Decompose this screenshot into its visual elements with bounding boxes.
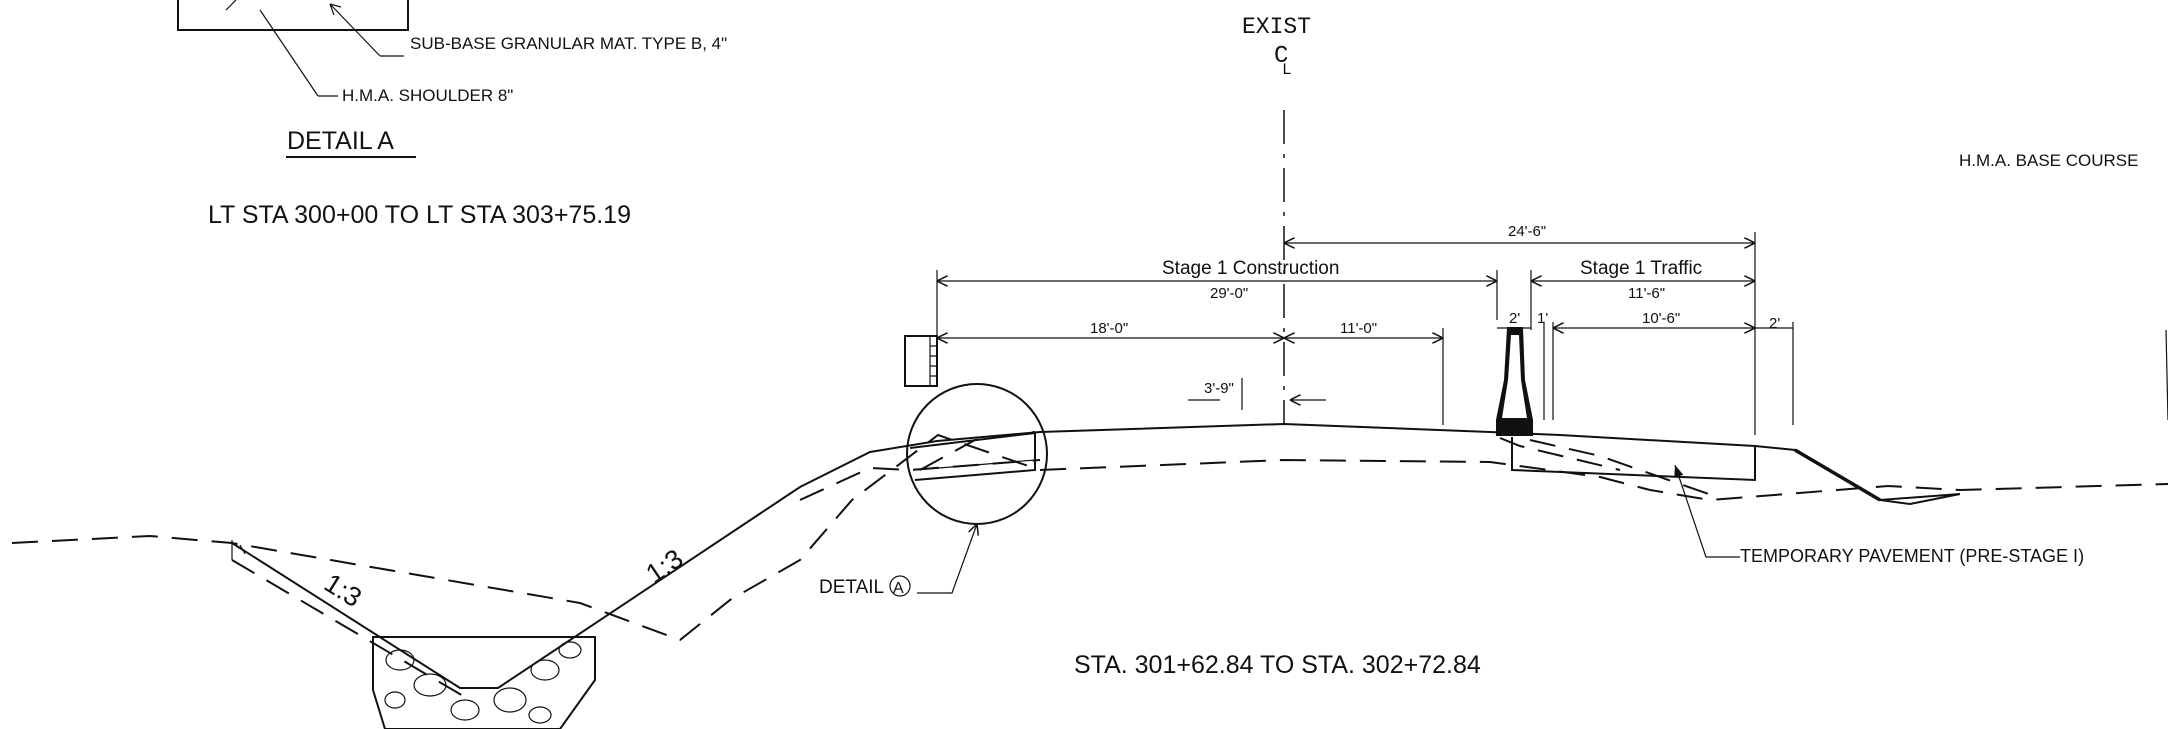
detail-callout-circle [889,575,911,597]
slope-label-left: 1:3 [319,568,367,613]
dim-10-6-label: 10'-6" [1642,310,1680,327]
shoulder-slope-right [1794,448,1881,502]
riprap-ditch [372,636,596,729]
detail-callout-letter: A [893,580,904,597]
dimension-24-6 [1284,232,1756,435]
detail-a-circle [906,383,1048,525]
dimension-11-0 [1284,328,1444,425]
existing-ground-line [11,433,2168,642]
dimension-barrier [1497,322,1794,425]
sta-range-label: STA. 301+62.84 TO STA. 302+72.84 [1074,651,1481,679]
stage-cut-dash [1529,439,1721,499]
curb-post [904,335,938,387]
temporary-pavement-box [1511,437,1756,482]
temp-pavement-leader [1674,464,1740,558]
centerline-symbol-sub: L [1282,61,1292,79]
hma-shoulder-label: H.M.A. SHOULDER 8" [342,86,513,105]
dim-11-6-label: 11'-6" [1628,285,1665,302]
detail-a-title: DETAIL A [287,127,394,155]
dim-18-0-label: 18'-0" [1090,320,1128,337]
proposed-surface [231,422,1961,689]
right-ditch [1879,493,1961,506]
dim-24-6-label: 24'-6" [1508,223,1546,240]
stage1-traffic-label: Stage 1 Traffic [1580,258,1702,279]
lt-sta-range: LT STA 300+00 TO LT STA 303+75.19 [208,201,631,229]
dim-2-b-label: 2' [1769,315,1780,332]
dimension-11-6 [1530,270,1755,330]
detail-a-sketch [177,0,409,97]
sub-base-label: SUB-BASE GRANULAR MAT. TYPE B, 4" [410,34,727,53]
dim-2-a-label: 2' [1509,310,1520,327]
dim-3-9-label: 3'-9" [1204,380,1234,397]
hma-base-course-label: H.M.A. BASE COURSE [1959,151,2138,170]
left-slope-hatch [239,544,246,555]
dimension-3-9 [1188,378,1326,410]
temporary-pavement-label: TEMPORARY PAVEMENT (PRE-STAGE I) [1740,546,2084,566]
dim-11-0-label: 11'-0" [1340,320,1377,337]
slope-label-right: 1:3 [641,543,689,589]
detail-callout-label: DETAIL [819,577,884,598]
dim-29-0-label: 29'-0" [1210,285,1248,302]
dim-1-label: 1' [1537,310,1548,327]
dimension-29-0 [936,270,1498,340]
detail-leader [917,524,977,594]
centerline-symbol: C [1274,43,1288,70]
barrier-inner [1502,335,1527,418]
stage1-construction-label: Stage 1 Construction [1162,258,1339,279]
exist-label: EXIST [1242,14,1311,40]
